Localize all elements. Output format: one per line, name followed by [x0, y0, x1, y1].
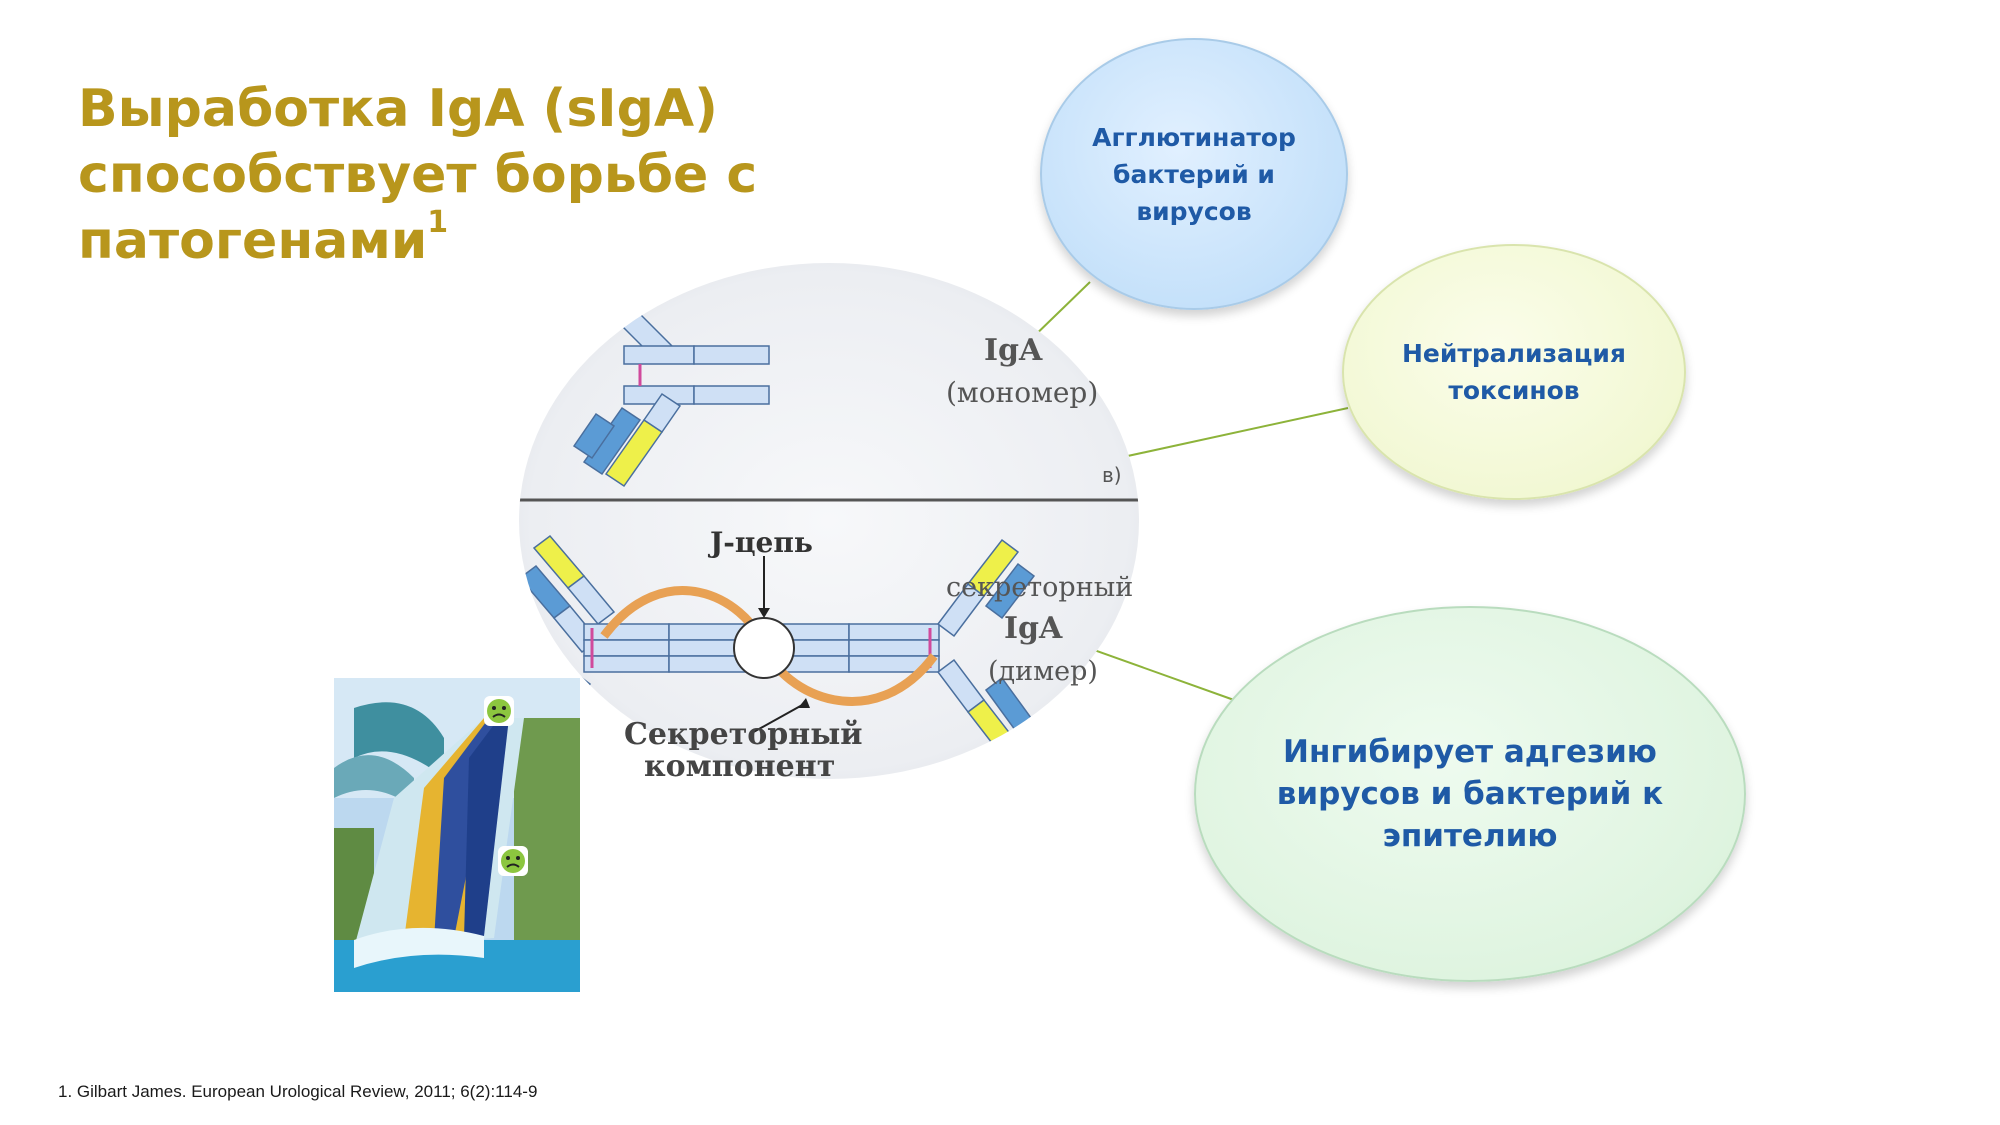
water-slide-photo	[334, 678, 580, 992]
iga-structure-diagram: IgA (мономер) в) J-цепь секреторный IgA …	[519, 263, 1139, 784]
title-line-2: способствует борьбе с	[78, 145, 758, 205]
title-line-1: Выработка IgA (sIgA)	[78, 79, 718, 139]
adhesion-bubble: Ингибирует адгезию вирусов и бактерий к …	[1194, 606, 1746, 982]
secretory-label-2: IgA	[1004, 611, 1063, 646]
j-chain-circle	[733, 617, 795, 679]
neutralization-bubble: Нейтрализация токсинов	[1342, 244, 1686, 500]
footnote-reference: 1. Gilbart James. European Urological Re…	[58, 1082, 538, 1101]
sad-face-icon	[498, 846, 528, 876]
secretory-label-3: (димер)	[988, 656, 1098, 687]
agglutinator-text: Агглютинатор бактерий и вирусов	[1092, 122, 1296, 226]
j-chain-label: J-цепь	[707, 526, 813, 559]
iga-monomer	[572, 275, 770, 488]
component-label-2: компонент	[644, 749, 835, 784]
sad-face-icon	[484, 696, 514, 726]
title-footnote-mark: 1	[427, 205, 449, 240]
agglutinator-bubble: Агглютинатор бактерий и вирусов	[1040, 38, 1348, 310]
title-line-3: патогенами	[78, 211, 428, 271]
slide-title: Выработка IgA (sIgA) способствует борьбе…	[78, 76, 798, 274]
adhesion-text: Ингибирует адгезию вирусов и бактерий к …	[1276, 734, 1664, 854]
panel-letter: в)	[1102, 463, 1122, 487]
secretory-label-1: секреторный	[946, 572, 1133, 603]
neutralization-text: Нейтрализация токсинов	[1402, 339, 1626, 405]
component-label-1: Секреторный	[624, 717, 863, 752]
monomer-subtitle: (мономер)	[946, 376, 1098, 409]
monomer-title: IgA	[984, 333, 1043, 368]
